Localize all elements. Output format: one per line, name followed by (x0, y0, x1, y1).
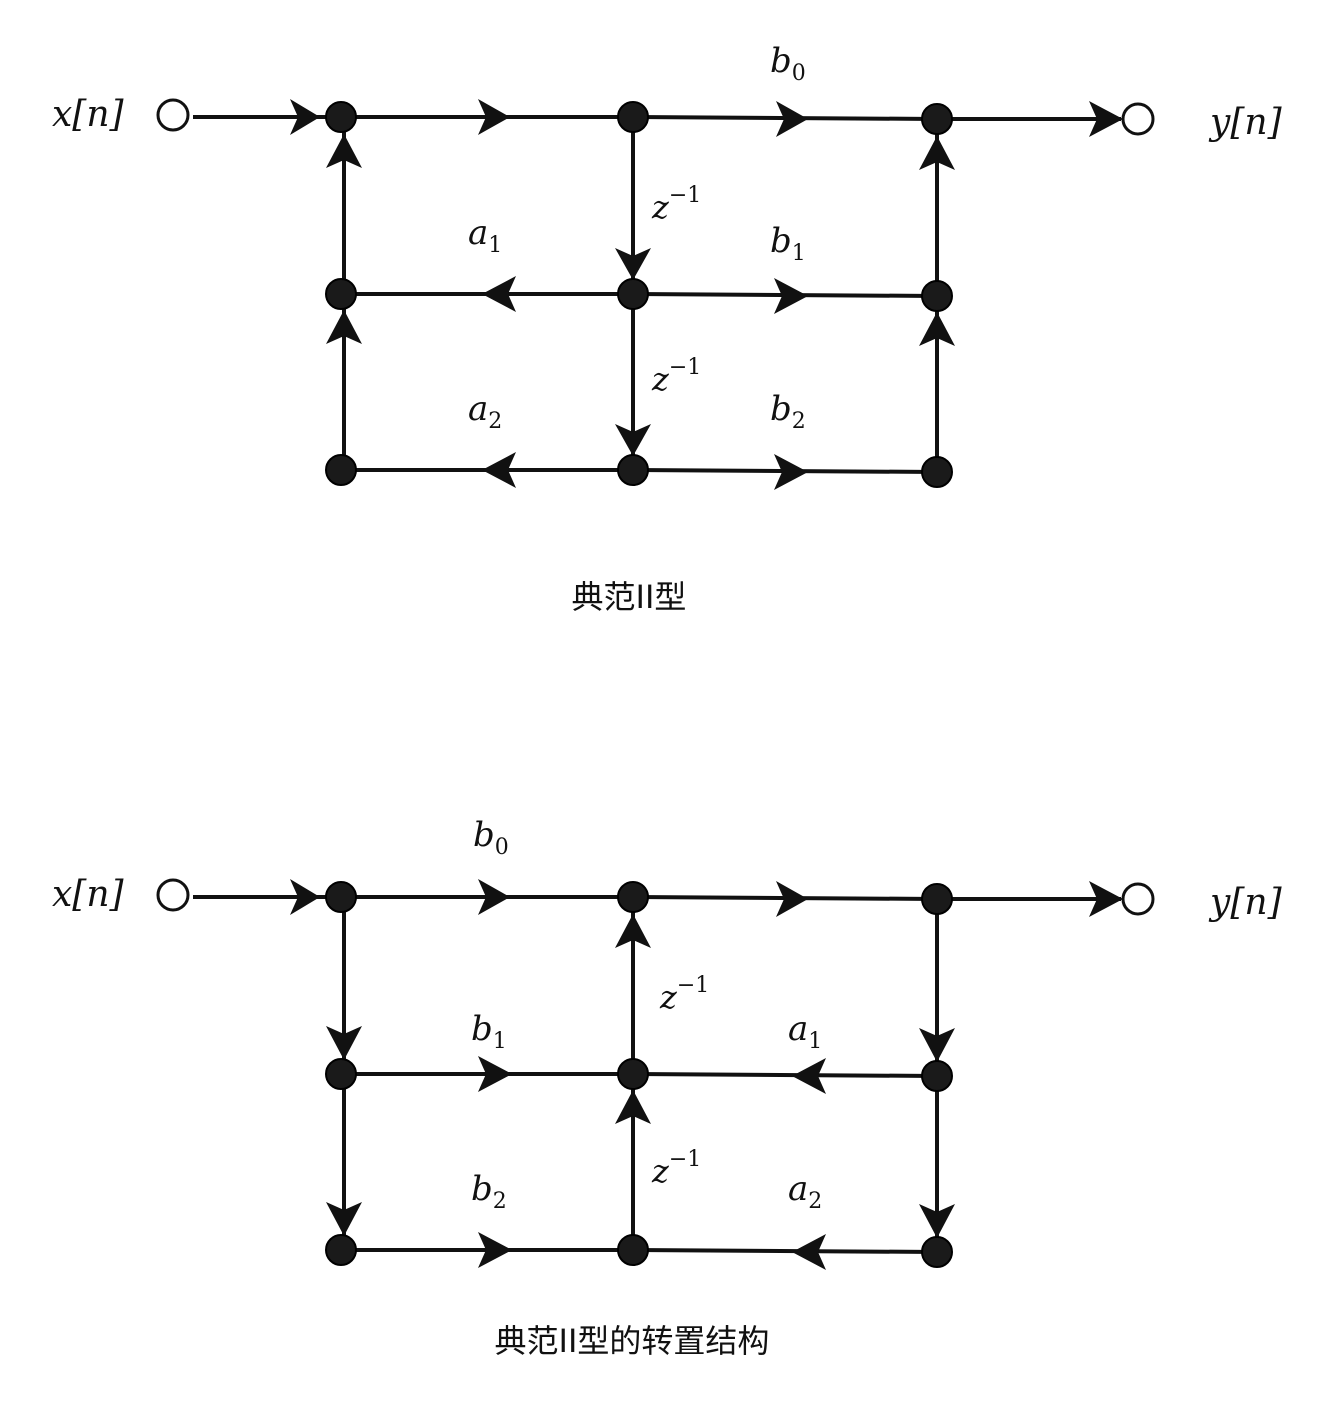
node-sum-bot-center (617, 1234, 649, 1266)
edges (193, 895, 1121, 1254)
arrow-up (919, 312, 955, 346)
node-top-left (325, 881, 357, 913)
arrow-right (478, 1232, 512, 1268)
coef-a2: a2 (788, 1169, 822, 1214)
caption: 典范II型 (572, 578, 687, 616)
arrow-right (478, 1056, 512, 1092)
coef-b0: b0 (770, 41, 806, 86)
coef-a2: a2 (468, 389, 502, 434)
arrow-up (615, 914, 651, 948)
output-label: y[n] (1208, 102, 1283, 143)
arrow-right (776, 881, 808, 917)
input-port (156, 878, 190, 912)
node-bot-center (617, 454, 649, 486)
nodes (156, 878, 1155, 1268)
coef-b1: b1 (770, 221, 806, 266)
arrow-right (1089, 881, 1123, 917)
output-label: y[n] (1208, 882, 1283, 923)
arrow-right (1089, 101, 1123, 137)
diagram-transposed-canonical-ii: x[n] y[n] b0 b1 a1 b2 a2 z−1 z−1 典范II型的转… (52, 815, 1283, 1360)
arrow-right (478, 879, 510, 915)
node-mid-right (921, 280, 953, 312)
arrow-up (615, 1090, 651, 1124)
node-bot-right (921, 456, 953, 488)
node-branch-top (617, 101, 649, 133)
arrow-right (290, 99, 320, 135)
delay-label-2: z−1 (651, 355, 701, 398)
coef-a1: a1 (788, 1009, 822, 1054)
arrow-right (774, 278, 808, 314)
arrowheads (290, 879, 1123, 1270)
arrow-down (919, 1028, 955, 1062)
input-label: x[n] (52, 874, 125, 915)
arrow-up (326, 310, 362, 344)
node-mid-center (617, 278, 649, 310)
delay-label-2: z−1 (651, 1147, 701, 1190)
arrow-down (326, 1202, 362, 1236)
delay-label-1: z−1 (651, 183, 701, 226)
node-sum-mid-center (617, 1058, 649, 1090)
nodes (156, 98, 1155, 488)
arrow-up (326, 134, 362, 168)
arrow-right (290, 879, 320, 915)
diagram-canonical-ii: x[n] y[n] b0 a1 b1 a2 b2 z−1 z−1 典范II型 (52, 41, 1283, 616)
edge-a1 (632, 1072, 938, 1078)
arrow-down (919, 1204, 955, 1238)
arrow-down (615, 424, 651, 456)
node-mid-right (921, 1060, 953, 1092)
node-sum-top-center (617, 881, 649, 913)
node-mid-left (325, 1058, 357, 1090)
node-mid-left (325, 278, 357, 310)
arrow-right (478, 99, 510, 135)
node-bot-left (325, 454, 357, 486)
input-port (156, 98, 190, 132)
node-sum-top-right (921, 103, 953, 135)
delay-label-1: z−1 (659, 973, 709, 1016)
node-sum-top-left (325, 101, 357, 133)
output-port (1121, 102, 1155, 136)
input-label: x[n] (52, 94, 125, 135)
arrow-left (482, 452, 516, 488)
node-top-right (921, 883, 953, 915)
output-port (1121, 882, 1155, 916)
arrow-down (326, 1026, 362, 1060)
arrow-right (774, 454, 808, 490)
arrow-left (792, 1234, 826, 1270)
caption: 典范II型的转置结构 (495, 1322, 770, 1360)
coef-b2: b2 (770, 389, 806, 434)
arrow-right (776, 101, 808, 137)
arrow-down (615, 248, 651, 280)
coef-a1: a1 (468, 213, 502, 258)
node-bot-left (325, 1234, 357, 1266)
edge-a2 (632, 1248, 938, 1254)
coef-b1: b1 (471, 1009, 507, 1054)
node-bot-right (921, 1236, 953, 1268)
arrowheads (290, 99, 1123, 490)
arrow-left (482, 276, 516, 312)
arrow-up (919, 136, 955, 170)
arrow-left (792, 1058, 826, 1094)
coef-b2: b2 (471, 1169, 507, 1214)
coef-b0: b0 (473, 815, 509, 860)
